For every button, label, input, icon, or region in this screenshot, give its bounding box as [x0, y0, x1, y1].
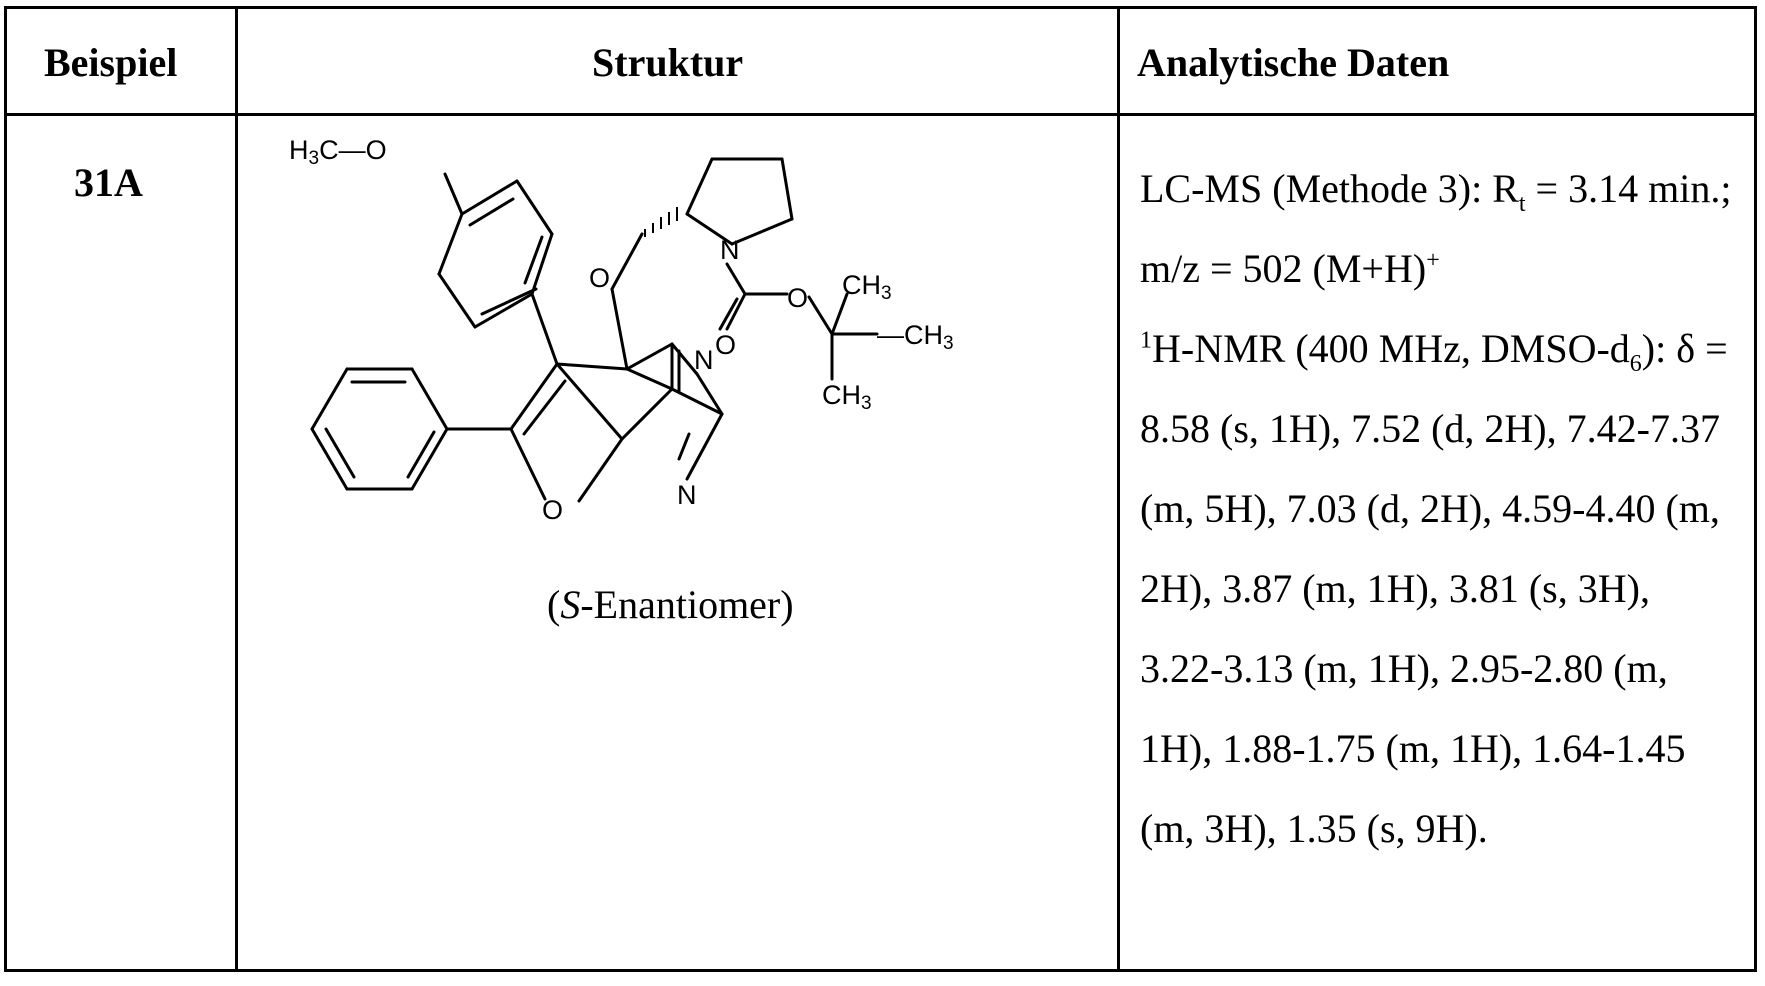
column-divider-2	[1117, 9, 1120, 969]
data-table: Beispiel Struktur Analytische Daten 31A	[4, 6, 1757, 972]
ch3-right-label: —CH3	[877, 320, 954, 354]
lcms-paragraph: LC-MS (Methode 3): Rt = 3.14 min.; m/z =…	[1140, 149, 1740, 309]
atom-n-pyrrolidine: N	[720, 235, 740, 265]
header-structure: Struktur	[592, 40, 744, 85]
atom-o-furan: O	[542, 495, 563, 525]
lcms-charge-superscript: +	[1426, 247, 1440, 274]
nmr-text-a: H-NMR (400 MHz, DMSO-d	[1152, 326, 1630, 371]
example-id: 31A	[74, 160, 143, 205]
lcms-text-a: LC-MS (Methode 3): R	[1140, 166, 1519, 211]
nmr-text-b: ): δ = 8.58 (s, 1H), 7.52 (d, 2H), 7.42-…	[1140, 326, 1728, 851]
atom-o-carbonyl-double: O	[715, 330, 736, 360]
caption-rest: -Enantiomer)	[580, 582, 794, 627]
atom-n-pyrimidine-1: N	[694, 345, 714, 375]
header-divider	[7, 113, 1754, 116]
header-example: Beispiel	[44, 40, 178, 85]
methoxy-label: H3C—O	[289, 135, 387, 169]
lcms-rt-subscript: t	[1518, 191, 1526, 217]
ch3-top-label: CH3	[842, 270, 892, 304]
caption-stereo-descriptor: S	[560, 582, 581, 627]
enantiomer-caption: (S-Enantiomer)	[547, 581, 794, 628]
nmr-isotope-superscript: 1	[1140, 327, 1152, 354]
caption-prefix: (	[547, 582, 561, 627]
nmr-solvent-subscript: 6	[1629, 351, 1642, 377]
ch3-bottom-label: CH3	[822, 380, 872, 414]
lcms-text-b: = 3.14 min.; m/z = 502 (M+H)	[1140, 166, 1732, 291]
nmr-paragraph: 1H-NMR (400 MHz, DMSO-d6): δ = 8.58 (s, …	[1140, 309, 1740, 869]
chemical-structure: H3C—O N O O O CH3 —CH3 CH3 N N O	[289, 135, 954, 525]
atom-o-carbonyl-single: O	[787, 283, 808, 313]
analytical-data: LC-MS (Methode 3): Rt = 3.14 min.; m/z =…	[1140, 149, 1740, 869]
column-divider-1	[235, 9, 238, 969]
header-analytical-data: Analytische Daten	[1137, 40, 1450, 85]
atom-n-pyrimidine-2: N	[677, 480, 697, 510]
atom-o-ether: O	[589, 263, 610, 293]
